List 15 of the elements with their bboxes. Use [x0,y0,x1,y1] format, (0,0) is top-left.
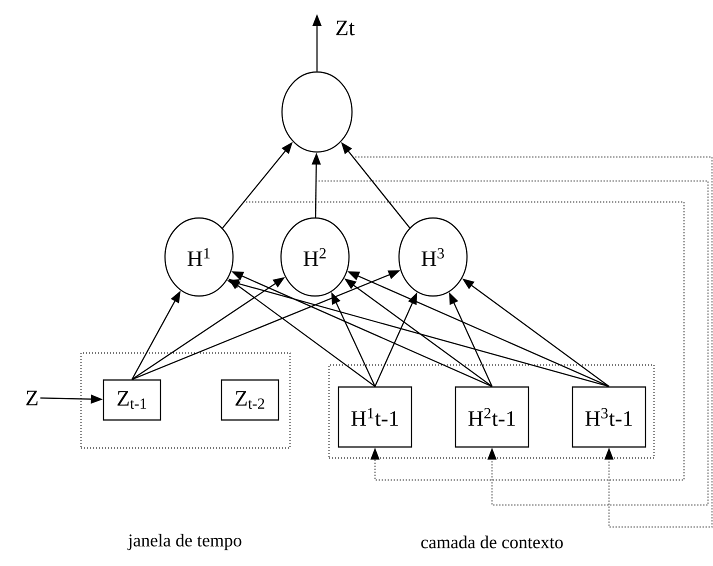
edge-label: Zt [334,20,356,36]
group-label: camada de contexto [421,536,563,548]
arrow [315,180,708,506]
unit-box: Z$_{t-2}$ [220,379,280,421]
group-frame [80,352,290,448]
unit-box: Z$_{t-1}$ [102,379,162,421]
input-label: Z [26,390,38,406]
unit-box: H$^{2}$t-1 [454,386,530,448]
unit-box: H$^{3}$t-1 [572,386,646,448]
group-frame [328,364,654,458]
group-label: janela de tempo [128,534,242,550]
arrow [352,156,712,528]
neuron-circle [281,71,353,153]
unit-box: H$^{1}$t-1 [338,386,412,448]
arrow [222,202,684,480]
